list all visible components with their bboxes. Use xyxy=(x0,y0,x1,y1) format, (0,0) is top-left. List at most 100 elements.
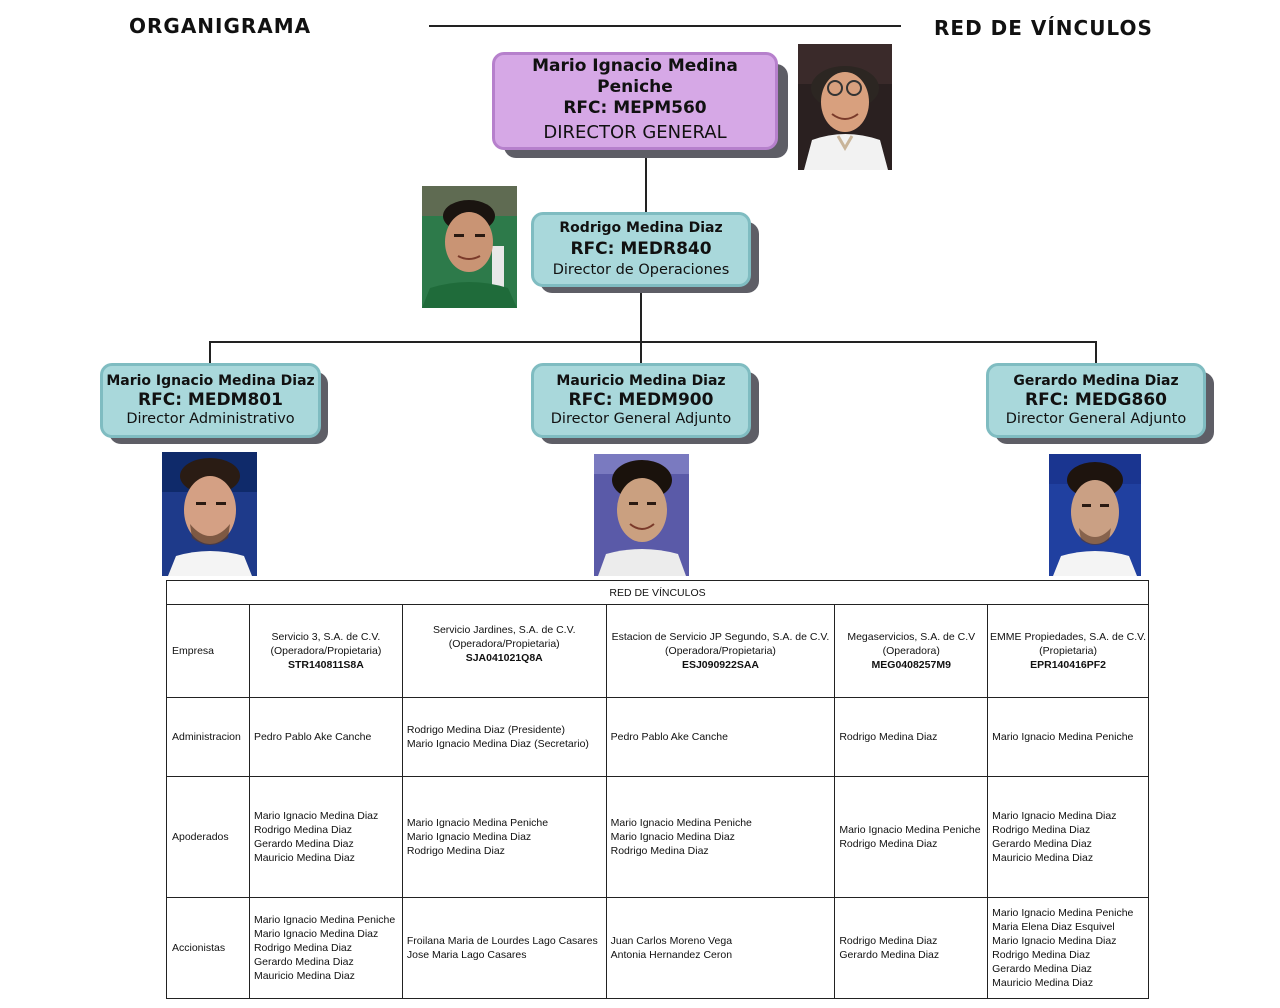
org-node-name: Mario Ignacio Medina Peniche xyxy=(532,56,738,97)
person-name: Mario Ignacio Medina Peniche xyxy=(992,907,1134,919)
company-type: (Operadora/Propietaria) xyxy=(665,645,776,657)
person-name: Mario Ignacio Medina Diaz xyxy=(992,810,1117,822)
person-name: Rodrigo Medina Diaz xyxy=(610,845,709,857)
accionistas-cell: Mario Ignacio Medina Peniche Maria Elena… xyxy=(987,897,1149,999)
company-name: EMME Propiedades, S.A. de C.V. xyxy=(990,631,1147,643)
person-name: Gerardo Medina Diaz xyxy=(253,838,354,850)
heading-divider xyxy=(429,25,901,27)
company-cell: Megaservicios, S.A. de C.V (Operadora) M… xyxy=(834,604,989,698)
company-rfc: MEG0408257M9 xyxy=(871,659,951,671)
person-name: Mauricio Medina Diaz xyxy=(253,852,355,864)
person-name: Rodrigo Medina Diaz xyxy=(839,838,938,850)
org-node-role: Director Administrativo xyxy=(126,411,295,427)
org-node-role: Director de Operaciones xyxy=(552,262,730,278)
person-name: Mauricio Medina Diaz xyxy=(253,970,355,982)
administracion-cell: Rodrigo Medina Diaz (Presidente) Mario I… xyxy=(401,697,607,777)
person-name: Pedro Pablo Ake Canche xyxy=(253,731,372,743)
person-name: Mario Ignacio Medina Peniche xyxy=(992,731,1134,743)
apoderados-cell: Mario Ignacio Medina Diaz Rodrigo Medina… xyxy=(248,776,403,898)
org-node-rfc: RFC: MEDG860 xyxy=(1025,390,1167,410)
person-name: Rodrigo Medina Diaz xyxy=(253,942,353,954)
person-name: Mauricio Medina Diaz xyxy=(992,977,1094,989)
company-rfc: STR140811S8A xyxy=(287,659,364,671)
org-node-name: Gerardo Medina Diaz xyxy=(1013,373,1179,389)
person-name: Gerardo Medina Diaz xyxy=(839,949,940,961)
org-node-role: Director General Adjunto xyxy=(1005,411,1187,427)
company-name: Estacion de Servicio JP Segundo, S.A. de… xyxy=(611,631,830,643)
person-name: Antonia Hernandez Ceron xyxy=(610,949,733,961)
row-label-administracion: Administracion xyxy=(166,697,250,777)
person-name: Mario Ignacio Medina Diaz xyxy=(253,928,379,940)
org-node-director-administrativo: Mario Ignacio Medina Diaz RFC: MEDM801 D… xyxy=(100,363,321,438)
person-name: Pedro Pablo Ake Canche xyxy=(610,731,728,743)
person-name: Mario Ignacio Medina Peniche xyxy=(253,914,396,926)
portrait-photo-director-general-adjunto-right xyxy=(1049,454,1141,576)
org-node-director-general-adjunto-right: Gerardo Medina Diaz RFC: MEDG860 Directo… xyxy=(986,363,1206,438)
company-type: (Operadora/Propietaria) xyxy=(270,645,382,657)
portrait-photo-director-administrativo xyxy=(162,452,257,576)
org-node-director-operaciones: Rodrigo Medina Diaz RFC: MEDR840 Directo… xyxy=(531,212,751,287)
company-cell: Servicio 3, S.A. de C.V. (Operadora/Prop… xyxy=(248,604,403,698)
row-label-apoderados: Apoderados xyxy=(166,776,250,898)
org-node-name: Rodrigo Medina Diaz xyxy=(559,220,723,236)
apoderados-cell: Mario Ignacio Medina Peniche Rodrigo Med… xyxy=(834,776,989,898)
company-cell: Servicio Jardines, S.A. de C.V. (Operado… xyxy=(401,604,607,698)
portrait-photo-director-general xyxy=(798,44,892,170)
table-row-accionistas: Accionistas Mario Ignacio Medina Peniche… xyxy=(166,897,1149,999)
connector-left-drop xyxy=(209,341,211,363)
accionistas-cell: Rodrigo Medina Diaz Gerardo Medina Diaz xyxy=(834,897,989,999)
person-name: Juan Carlos Moreno Vega xyxy=(610,935,733,947)
person-name: Gerardo Medina Diaz xyxy=(992,838,1092,850)
apoderados-cell: Mario Ignacio Medina Peniche Mario Ignac… xyxy=(605,776,836,898)
company-cell: Estacion de Servicio JP Segundo, S.A. de… xyxy=(605,604,836,698)
company-rfc: ESJ090922SAA xyxy=(681,659,759,671)
administracion-cell: Rodrigo Medina Diaz xyxy=(834,697,989,777)
red-de-vinculos-table: RED DE VÍNCULOS Empresa Servicio 3, S.A.… xyxy=(166,580,1149,999)
row-label-empresa: Empresa xyxy=(166,604,250,698)
table-title: RED DE VÍNCULOS xyxy=(166,580,1149,605)
company-type: (Propietaria) xyxy=(1039,645,1097,657)
org-node-role: DIRECTOR GENERAL xyxy=(543,122,727,143)
person-name: Mario Ignacio Medina Peniche xyxy=(610,817,752,829)
person-name: Rodrigo Medina Diaz xyxy=(839,731,938,743)
table-row-apoderados: Apoderados Mario Ignacio Medina Diaz Rod… xyxy=(166,776,1149,898)
connector-top-to-second xyxy=(645,152,647,213)
org-node-rfc: RFC: MEDM900 xyxy=(568,390,714,410)
accionistas-cell: Mario Ignacio Medina Peniche Mario Ignac… xyxy=(248,897,403,999)
org-node-director-general: Mario Ignacio Medina Peniche RFC: MEPM56… xyxy=(492,52,778,150)
company-name: Servicio 3, S.A. de C.V. xyxy=(271,631,381,643)
portrait-photo-director-general-adjunto-center xyxy=(594,454,689,576)
org-node-rfc: RFC: MEDM801 xyxy=(138,390,283,410)
company-name: Megaservicios, S.A. de C.V xyxy=(847,631,976,643)
person-name: Mario Ignacio Medina Diaz xyxy=(253,810,379,822)
administracion-cell: Mario Ignacio Medina Peniche xyxy=(987,697,1149,777)
accionistas-cell: Juan Carlos Moreno Vega Antonia Hernande… xyxy=(605,897,836,999)
person-name: Mario Ignacio Medina Diaz xyxy=(610,831,735,843)
connector-horizontal xyxy=(209,341,1097,343)
person-name: Rodrigo Medina Diaz xyxy=(253,824,353,836)
company-type: (Operadora/Propietaria) xyxy=(448,638,560,650)
person-name: Mauricio Medina Diaz xyxy=(992,852,1094,864)
org-node-director-general-adjunto-center: Mauricio Medina Diaz RFC: MEDM900 Direct… xyxy=(531,363,751,438)
company-rfc: EPR140416PF2 xyxy=(1030,659,1107,671)
person-name: Froilana Maria de Lourdes Lago Casares xyxy=(406,935,598,947)
person-name: Jose Maria Lago Casares xyxy=(406,949,527,961)
table-row-administracion: Administracion Pedro Pablo Ake Canche Ro… xyxy=(166,697,1149,777)
person-name: Rodrigo Medina Diaz (Presidente) xyxy=(406,724,566,736)
connector-right-drop xyxy=(1095,341,1097,363)
company-type: (Operadora) xyxy=(882,645,940,657)
person-name: Rodrigo Medina Diaz xyxy=(992,824,1091,836)
person-name: Mario Ignacio Medina Peniche xyxy=(406,817,549,829)
person-name: Rodrigo Medina Diaz xyxy=(406,845,505,857)
person-name: Mario Ignacio Medina Diaz xyxy=(406,831,532,843)
person-name: Gerardo Medina Diaz xyxy=(992,963,1092,975)
connector-second-down xyxy=(640,292,642,365)
person-name: Rodrigo Medina Diaz xyxy=(992,949,1091,961)
portrait-photo-director-operaciones xyxy=(422,186,517,308)
person-name: Mario Ignacio Medina Diaz (Secretario) xyxy=(406,738,589,750)
person-name: Mario Ignacio Medina Diaz xyxy=(992,935,1117,947)
company-name: Servicio Jardines, S.A. de C.V. xyxy=(432,624,576,636)
person-name: Gerardo Medina Diaz xyxy=(253,956,354,968)
company-cell: EMME Propiedades, S.A. de C.V. (Propieta… xyxy=(987,604,1149,698)
person-name: Rodrigo Medina Diaz xyxy=(839,935,938,947)
